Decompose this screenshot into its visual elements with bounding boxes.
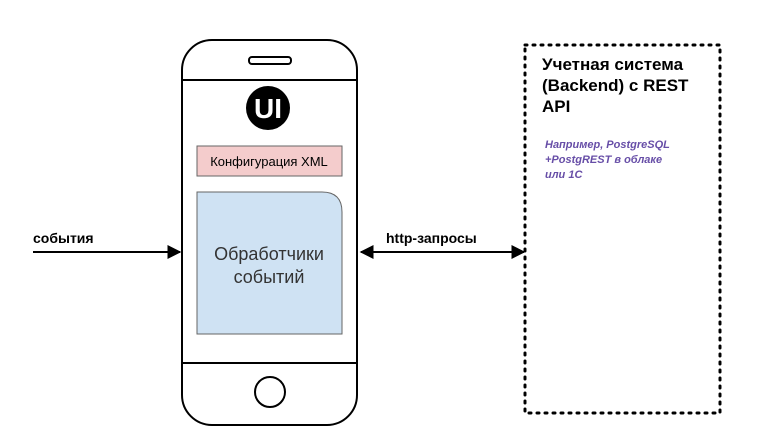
backend-box <box>523 43 722 415</box>
events-label: события <box>33 230 94 246</box>
backend-note-line2: +PostgREST в облаке <box>545 154 662 166</box>
event-handlers-box <box>196 191 343 335</box>
backend-note-line3: или 1С <box>545 169 583 181</box>
config-xml-label: Конфигурация XML <box>210 154 328 169</box>
backend-title-line2: (Backend) с REST <box>542 76 689 95</box>
backend-title-line1: Учетная система <box>542 55 684 74</box>
event-handlers-label-line2: событий <box>234 267 305 287</box>
phone-speaker <box>248 56 292 65</box>
http-requests-label: http-запросы <box>386 230 477 246</box>
home-button-icon <box>254 376 286 408</box>
backend-note-line1: Например, PostgreSQL <box>545 139 670 151</box>
ui-logo-icon <box>246 86 290 130</box>
event-handlers-label-line1: Обработчики <box>214 244 324 264</box>
config-xml-box <box>196 145 343 177</box>
backend-title-line3: API <box>542 97 570 116</box>
ui-logo-text: UI <box>254 93 282 124</box>
